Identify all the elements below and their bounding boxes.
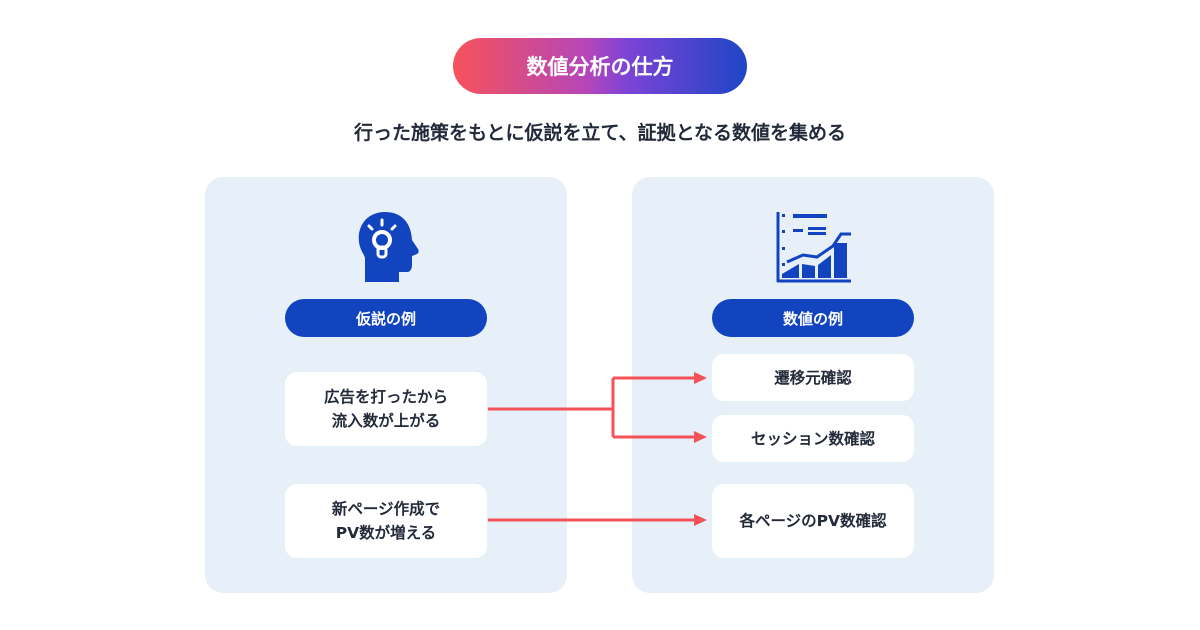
- hypothesis-card: 新ページ作成で PV数が増える: [285, 484, 487, 558]
- title-text: 数値分析の仕方: [526, 55, 674, 79]
- arrowhead-icon: [694, 431, 707, 443]
- metric-card-text: 遷移元確認: [774, 368, 852, 387]
- metric-card: 各ページのPV数確認: [712, 484, 914, 558]
- hypothesis-panel: 仮説の例 広告を打ったから流入数が上がる 新ページ作成で PV数が増える: [205, 177, 567, 593]
- arrowhead-icon: [694, 514, 707, 526]
- title-badge: 数値分析の仕方: [453, 38, 747, 94]
- metrics-label-text: 数値の例: [782, 309, 843, 328]
- hypothesis-card-line: 新ページ作成で: [331, 500, 441, 518]
- hypothesis-card: 広告を打ったから流入数が上がる: [285, 372, 487, 446]
- metric-card: セッション数確認: [712, 415, 914, 462]
- metric-card: 遷移元確認: [712, 354, 914, 401]
- hypothesis-card-line: PV数が増える: [335, 524, 437, 542]
- hypothesis-label: 仮説の例: [285, 299, 487, 337]
- head-lightbulb-icon: [358, 212, 419, 282]
- metric-card-text: セッション数確認: [750, 429, 875, 448]
- hypothesis-card-line: 流入数が上がる: [331, 412, 441, 430]
- metric-card-text: 各ページのPV数確認: [739, 512, 887, 530]
- hypothesis-label-text: 仮説の例: [355, 309, 416, 328]
- metrics-panel: 数値の例 遷移元確認 セッション数確認 各ページのPV数確認: [632, 177, 994, 593]
- subtitle: 行った施策をもとに仮説を立て、証拠となる数値を集める: [353, 122, 847, 144]
- hypothesis-card-line: 広告を打ったから: [323, 388, 448, 406]
- analytics-chart-icon: [776, 212, 851, 283]
- metrics-label: 数値の例: [712, 299, 914, 337]
- arrowhead-icon: [694, 372, 707, 384]
